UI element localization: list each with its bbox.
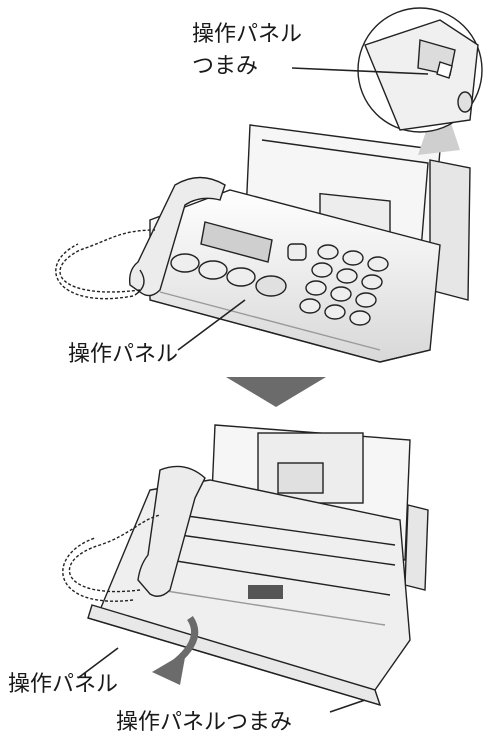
label-panel-top: 操作パネル: [68, 342, 179, 367]
fax-top: [55, 124, 471, 363]
label-panel-knob-top-line1: 操作パネル: [192, 22, 303, 47]
leader-line-panel-top: [177, 299, 246, 351]
label-panel-knob-bottom: 操作パネルつまみ: [116, 710, 293, 735]
transition-arrow: [226, 377, 326, 407]
label-panel-knob-top-line2: つまみ: [192, 54, 259, 79]
leader-line-panel-bottom: [77, 647, 119, 679]
open-direction-arrow-head: [152, 652, 186, 685]
leader-line-knob-top: [291, 67, 429, 75]
leader-line-knob-bottom: [329, 699, 366, 713]
fax-bottom: [62, 424, 429, 707]
label-panel-bottom: 操作パネル: [8, 672, 119, 697]
zoom-detail-circle: [357, 7, 483, 155]
